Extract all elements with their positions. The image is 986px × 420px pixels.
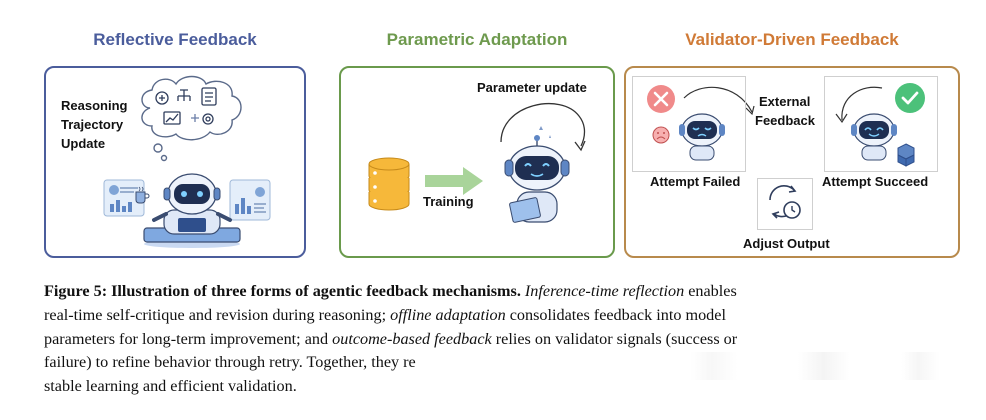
external-label: External	[759, 94, 811, 109]
caption-term-offline: offline adaptation	[390, 305, 506, 324]
arrow-right-icon	[425, 167, 483, 195]
robot-icon	[851, 113, 897, 161]
caption-term-inference: Inference-time reflection	[524, 282, 685, 300]
validator-driven-feedback-panel: External Feedback Attempt Failed Attempt…	[624, 66, 960, 258]
parametric-adaptation-title: Parametric Adaptation	[386, 30, 568, 49]
thought-bubble-icon	[141, 75, 242, 162]
cross-icon	[647, 85, 675, 113]
caption-text: real-time self-critique and revision dur…	[44, 305, 391, 324]
adjust-output-label: Adjust Output	[743, 236, 830, 251]
boxes-icon	[897, 143, 915, 167]
attempt-failed-label: Attempt Failed	[650, 174, 741, 189]
update-cycle-arrow	[500, 102, 586, 152]
retry-arc-icon	[683, 86, 755, 116]
robot-icon	[143, 173, 241, 248]
caption-line-2: real-time self-critique and revision dur…	[44, 304, 964, 328]
update-label: Update	[61, 136, 106, 151]
sad-face-icon	[652, 126, 670, 144]
caption-text: parameters for long-term improvement; an…	[44, 329, 333, 348]
parametric-adaptation-panel: Parameter update Training	[339, 66, 615, 258]
database-icon	[368, 157, 410, 211]
check-icon	[895, 83, 925, 113]
coffee-icon	[135, 186, 150, 204]
caption-line-5: stable learning and efficient validation…	[44, 377, 297, 396]
reflective-feedback-panel: Reasoning Trajectory Update	[44, 66, 306, 258]
feedback-label: Feedback	[755, 113, 815, 128]
adjust-output-frame	[757, 178, 813, 230]
trajectory-label: Trajectory	[61, 117, 124, 132]
validator-driven-feedback-title: Validator-Driven Feedback	[685, 30, 899, 49]
attempt-succeed-label: Attempt Succeed	[822, 174, 929, 189]
caption-text: relies on validator signals (success or	[491, 329, 738, 348]
caption-line-4: failure) to refine behavior through retr…	[44, 353, 416, 372]
caption-line-1: Figure 5: Illustration of three forms of…	[44, 280, 964, 304]
reasoning-label: Reasoning	[61, 98, 128, 113]
caption-line-3: parameters for long-term improvement; an…	[44, 328, 964, 352]
parameter-update-label: Parameter update	[477, 80, 587, 95]
retry-arc-icon	[835, 86, 883, 124]
refresh-clock-icon	[769, 185, 801, 219]
attempt-succeed-frame	[824, 76, 938, 172]
attempt-failed-frame	[632, 76, 746, 172]
caption-text: consolidates feedback into model	[505, 305, 726, 324]
robot-icon	[679, 113, 725, 161]
caption-text: enables	[684, 282, 737, 300]
figure-caption: Figure 5: Illustration of three forms of…	[44, 280, 964, 399]
robot-icon	[504, 135, 570, 223]
obscured-text-region	[540, 352, 970, 380]
caption-term-outcome: outcome-based feedback	[332, 329, 492, 348]
chart-panel-right-icon	[229, 179, 271, 221]
training-label: Training	[423, 194, 474, 209]
caption-figure-label: Figure 5: Illustration of three forms of…	[44, 282, 521, 300]
reflective-feedback-title: Reflective Feedback	[93, 30, 257, 49]
